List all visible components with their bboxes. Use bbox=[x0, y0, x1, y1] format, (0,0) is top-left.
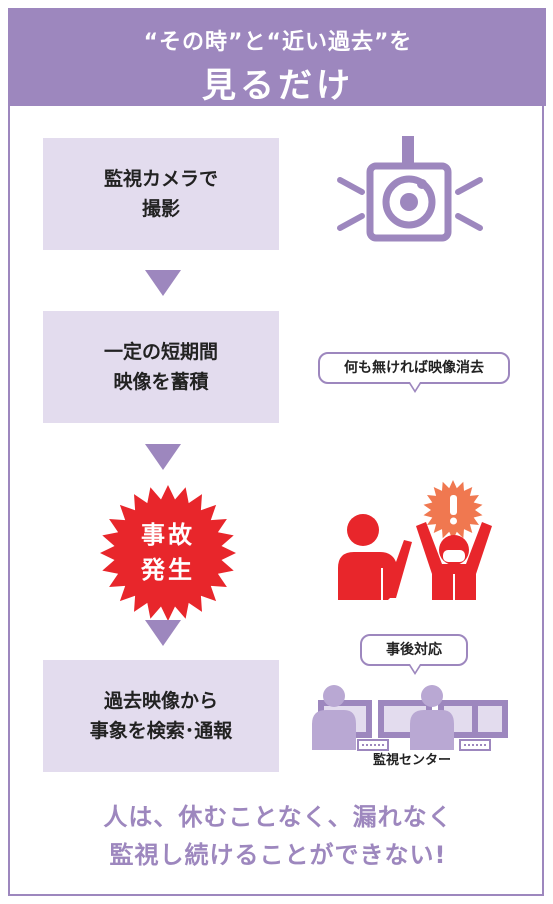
accident-burst bbox=[100, 485, 236, 621]
footer-line2: 監視し続けることができない! bbox=[109, 841, 447, 870]
bubble-response-text: 事後対応 bbox=[386, 642, 442, 658]
monitoring-center-icon bbox=[312, 685, 508, 751]
camera-icon bbox=[337, 136, 483, 242]
footer-line1: 人は、休むことなく、漏れなく bbox=[103, 803, 453, 831]
step-capture-line1: 監視カメラで bbox=[103, 167, 218, 190]
footer-message: 人は、休むことなく、漏れなく 監視し続けることができない! bbox=[10, 798, 546, 875]
flow-arrow-1 bbox=[145, 270, 181, 296]
flow-arrow-2 bbox=[145, 444, 181, 470]
step-capture-line2: 撮影 bbox=[141, 198, 180, 220]
step-search-report-line2: 事象を検索･通報 bbox=[89, 720, 233, 742]
step-store-line2: 映像を蓄積 bbox=[113, 371, 209, 393]
bubble-erase-tail-inner bbox=[410, 382, 420, 390]
flow-arrow-3 bbox=[145, 620, 181, 646]
step-store: 一定の短期間 映像を蓄積 bbox=[43, 311, 279, 423]
step-search-report: 過去映像から 事象を検索･通報 bbox=[43, 660, 279, 772]
step-store-line1: 一定の短期間 bbox=[103, 340, 218, 363]
step-search-report-line1: 過去映像から bbox=[103, 689, 218, 712]
bubble-erase: 何も無ければ映像消去 bbox=[318, 352, 510, 393]
header-subtitle: “その時”と“近い過去”を bbox=[143, 30, 413, 55]
step-capture: 監視カメラで 撮影 bbox=[43, 138, 279, 250]
people-alarm-icon bbox=[338, 480, 492, 600]
header-title: 見るだけ bbox=[202, 66, 354, 106]
bubble-erase-text: 何も無ければ映像消去 bbox=[344, 360, 484, 376]
diagram-frame: “その時”と“近い過去”を 見るだけ 監視カメラで 撮影 一定の短期間 映像を蓄… bbox=[8, 8, 546, 896]
accident-label-line1: 事故 bbox=[141, 521, 195, 550]
monitoring-center-label: 監視センター bbox=[372, 753, 451, 768]
accident-label-line2: 発生 bbox=[141, 556, 195, 584]
header-banner: “その時”と“近い過去”を 見るだけ bbox=[10, 8, 546, 106]
accident-label: 事故 発生 bbox=[100, 485, 236, 621]
bubble-response: 事後対応 bbox=[360, 634, 468, 675]
bubble-response-tail-inner bbox=[410, 664, 420, 672]
